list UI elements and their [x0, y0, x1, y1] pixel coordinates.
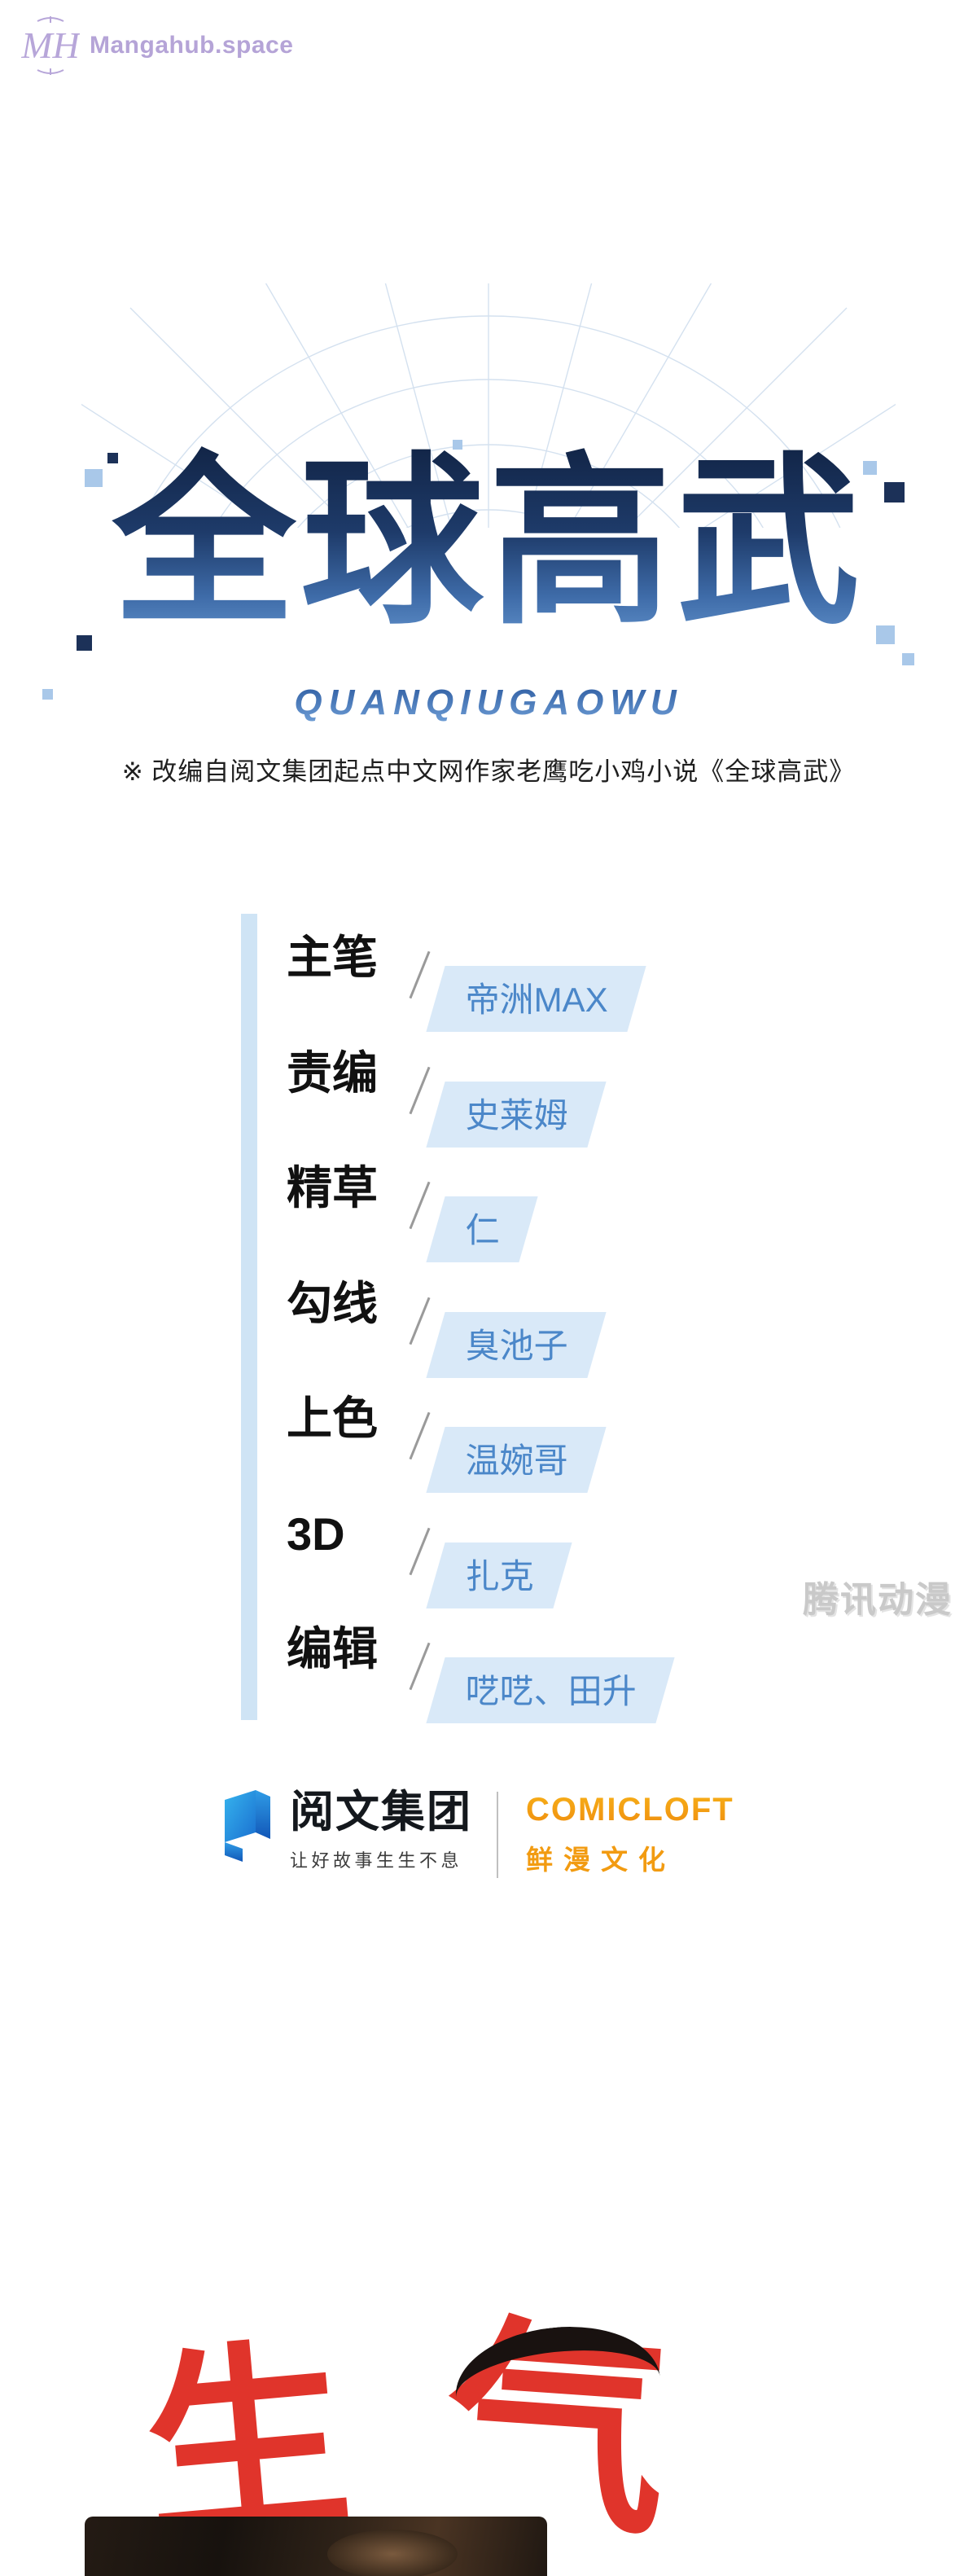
pixel-decoration [107, 453, 118, 463]
pixel-decoration [884, 482, 905, 502]
pixel-decoration [902, 653, 914, 665]
site-monogram: MH [21, 24, 80, 66]
credit-name-box: 仁 [426, 1196, 538, 1262]
credit-name: 臭池子 [465, 1326, 568, 1365]
credit-slash [409, 1527, 431, 1575]
platform-watermark: 腾讯动漫 [803, 1580, 953, 1620]
credit-slash [409, 1066, 431, 1114]
credit-row: 3D 扎克 [287, 1508, 665, 1624]
credit-row: 勾线 臭池子 [287, 1278, 665, 1393]
series-title-romanized: QUANQIUGAOWU [0, 682, 977, 723]
credit-name: 扎克 [465, 1556, 534, 1595]
credit-role: 编辑 [287, 1623, 378, 1674]
adaptation-note: ※ 改编自阅文集团起点中文网作家老鹰吃小鸡小说《全球高武》 [121, 757, 856, 786]
credit-role: 勾线 [287, 1277, 378, 1329]
credit-row: 上色 温婉哥 [287, 1393, 665, 1508]
credit-name-box: 帝洲MAX [426, 966, 646, 1032]
credit-row: 编辑 呓呓、田升 [287, 1623, 675, 1739]
panel-art-highlight [327, 2530, 458, 2576]
site-logo-crest-icon: MH [21, 16, 80, 75]
credit-row: 主笔 帝洲MAX [287, 932, 665, 1047]
series-title: 全球高武 [0, 446, 977, 639]
yuewen-logo-icon [225, 1790, 270, 1862]
pixel-decoration [77, 635, 92, 651]
publisher-logos: 阅文集团 让好故事生生不息 COMICLOFT 鲜漫文化 [218, 1788, 734, 1878]
credits-accent-bar [241, 914, 257, 1720]
comicloft-chinese-name: 鲜漫文化 [526, 1845, 676, 1875]
credit-slash [409, 1642, 431, 1691]
credit-row: 精草 仁 [287, 1162, 665, 1278]
credit-row: 责编 史莱姆 [287, 1047, 665, 1163]
credit-role: 责编 [287, 1047, 378, 1099]
credit-role: 3D [287, 1507, 345, 1560]
sfx-character-left: 生 [135, 2321, 358, 2566]
comicloft-logo-block: COMICLOFT 鲜漫文化 [526, 1788, 734, 1877]
yuewen-tagline: 让好故事生生不息 [290, 1850, 463, 1872]
credit-name-box: 史莱姆 [426, 1081, 607, 1148]
credit-name-box: 臭池子 [426, 1311, 607, 1378]
pixel-decoration [863, 461, 877, 475]
credit-slash [409, 950, 431, 999]
credit-slash [409, 1297, 431, 1345]
credits-list: 主笔 帝洲MAX 责编 史莱姆 精草 仁 勾线 臭池子 上色 温婉哥 3D [241, 911, 675, 1739]
pixel-decoration [453, 440, 462, 450]
credit-name-box: 呓呓、田升 [426, 1657, 675, 1723]
site-watermark: MH Mangahub.space [21, 13, 293, 78]
yuewen-logo-block: 阅文集团 让好故事生生不息 [218, 1788, 472, 1872]
credit-name: 温婉哥 [465, 1442, 568, 1480]
comicloft-name: COMICLOFT [526, 1792, 734, 1828]
credit-role: 主笔 [287, 932, 378, 983]
publisher-divider [497, 1792, 498, 1878]
credit-name-box: 扎克 [426, 1542, 572, 1608]
pixel-decoration [876, 625, 895, 644]
credit-slash [409, 1181, 431, 1230]
credit-name-box: 温婉哥 [426, 1427, 607, 1493]
site-name: Mangahub.space [90, 32, 294, 59]
credit-name: 仁 [465, 1211, 500, 1249]
pixel-decoration [85, 469, 103, 487]
credit-name: 史莱姆 [465, 1095, 568, 1134]
credit-slash [409, 1411, 431, 1460]
pixel-decoration [42, 689, 53, 700]
manga-panel-fragment [85, 2517, 547, 2576]
yuewen-name: 阅文集团 [290, 1788, 472, 1837]
credit-name: 呓呓、田升 [465, 1672, 637, 1710]
wireframe-globe [81, 283, 896, 528]
credit-role: 精草 [287, 1162, 378, 1213]
credit-name: 帝洲MAX [465, 981, 608, 1019]
credit-role: 上色 [287, 1393, 378, 1444]
